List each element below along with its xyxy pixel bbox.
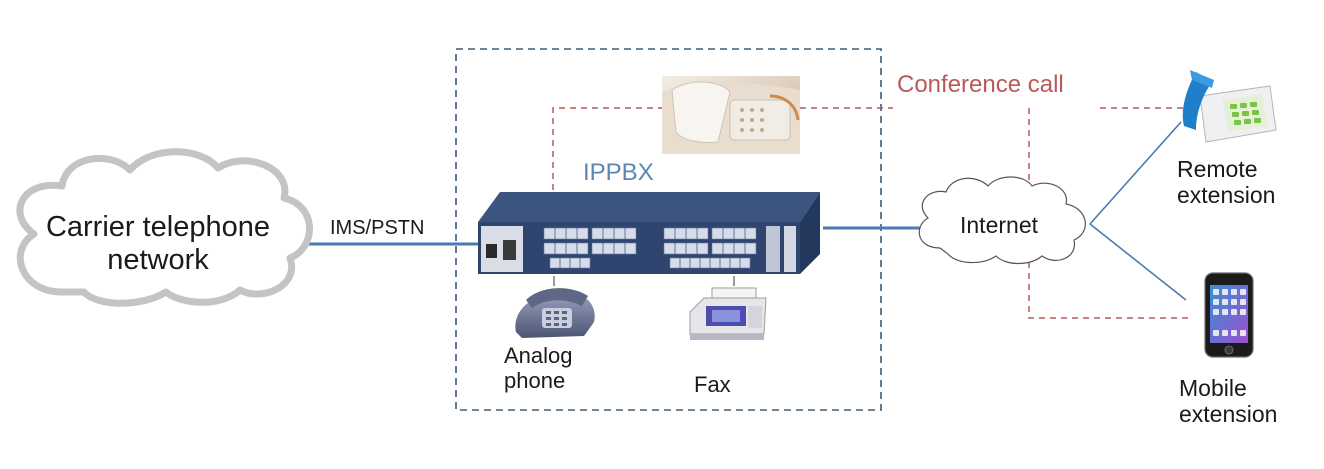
remote-extension-phone-icon [1182, 70, 1277, 143]
mobile-extension-label-line1: Mobile [1179, 375, 1247, 401]
desk-phone-image [662, 76, 800, 154]
ippbx-switch-device [478, 192, 820, 274]
carrier-network-label-line1: Carrier telephone [45, 211, 271, 243]
carrier-network-label: Carrier telephone network [28, 211, 288, 278]
remote-extension-label-line1: Remote [1177, 156, 1258, 182]
analog-phone-label: Analog phone [504, 343, 573, 394]
fax-label: Fax [694, 372, 731, 397]
analog-phone-label-line1: Analog [504, 343, 573, 368]
internet-branches [1089, 121, 1187, 301]
conference-call-label: Conference call [897, 71, 1064, 98]
analog-phone-icon [515, 288, 595, 338]
solid-links [304, 226, 922, 246]
device-connectors [553, 276, 735, 286]
mobile-extension-phone-icon [1204, 272, 1254, 358]
ims-pstn-label: IMS/PSTN [330, 217, 425, 239]
remote-extension-label: Remote extension [1177, 156, 1275, 209]
mobile-extension-label: Mobile extension [1179, 375, 1277, 428]
internet-label: Internet [960, 212, 1038, 238]
fax-machine-icon [689, 287, 767, 340]
mobile-extension-label-line2: extension [1179, 401, 1278, 428]
carrier-network-label-line2: network [107, 244, 209, 277]
internet-cloud [918, 176, 1086, 265]
remote-extension-label-line2: extension [1177, 182, 1276, 209]
analog-phone-label-line2: phone [504, 368, 566, 394]
conference-call-lines [552, 107, 1190, 319]
ippbx-label: IPPBX [583, 159, 654, 186]
carrier-cloud [16, 148, 313, 307]
